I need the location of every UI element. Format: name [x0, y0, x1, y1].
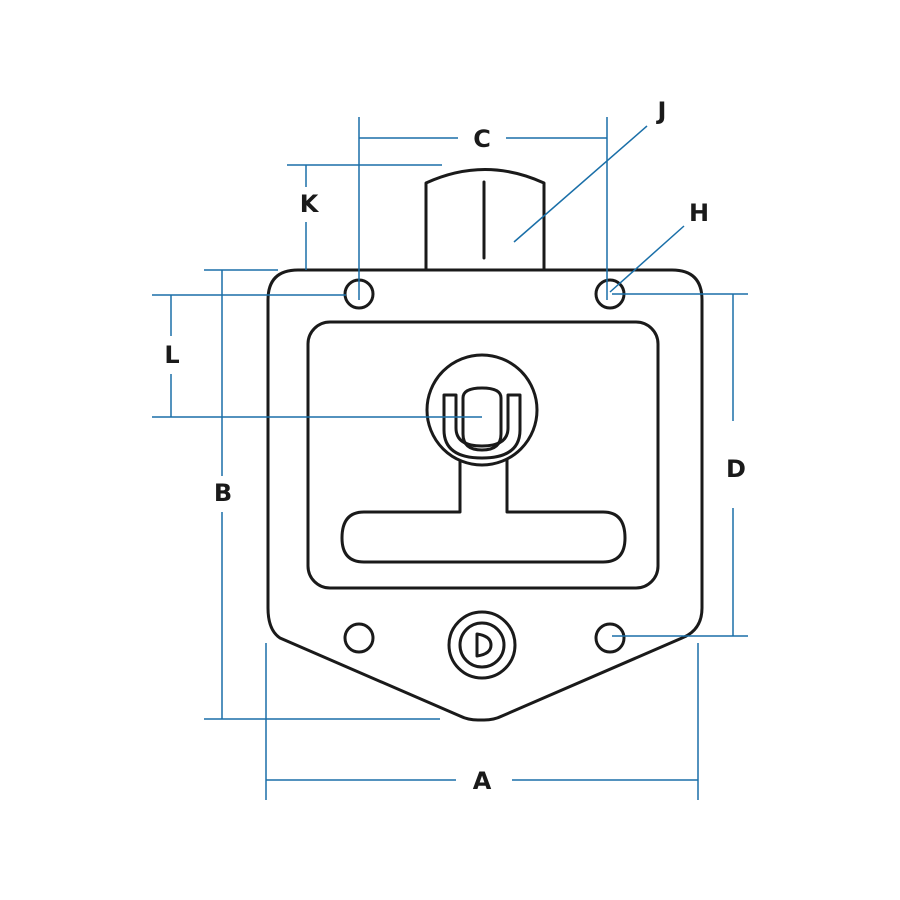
label-h: H: [689, 199, 709, 227]
hub-knob: [461, 386, 503, 452]
mounting-hole-bottom-left: [343, 622, 375, 654]
label-d: D: [726, 455, 746, 483]
latch-body: [266, 168, 704, 722]
mounting-hole-bottom-right: [594, 622, 626, 654]
dimension-labels: C J K H L B D A: [164, 97, 746, 795]
label-k: K: [300, 190, 320, 218]
keyway-icon: [475, 632, 493, 658]
label-j: J: [656, 97, 667, 125]
t-handle: [340, 448, 627, 564]
label-b: B: [214, 479, 232, 507]
label-l: L: [164, 341, 179, 369]
recessed-pan: [306, 320, 660, 590]
label-c: C: [473, 125, 491, 153]
key-cylinder-outer: [447, 610, 517, 680]
dimension-lines: [152, 117, 748, 800]
label-a: A: [473, 767, 492, 795]
key-cylinder-inner: [458, 621, 506, 669]
dim-h-leader: [609, 225, 685, 293]
dim-j-leader: [513, 125, 648, 243]
handle-hub: [425, 353, 539, 467]
